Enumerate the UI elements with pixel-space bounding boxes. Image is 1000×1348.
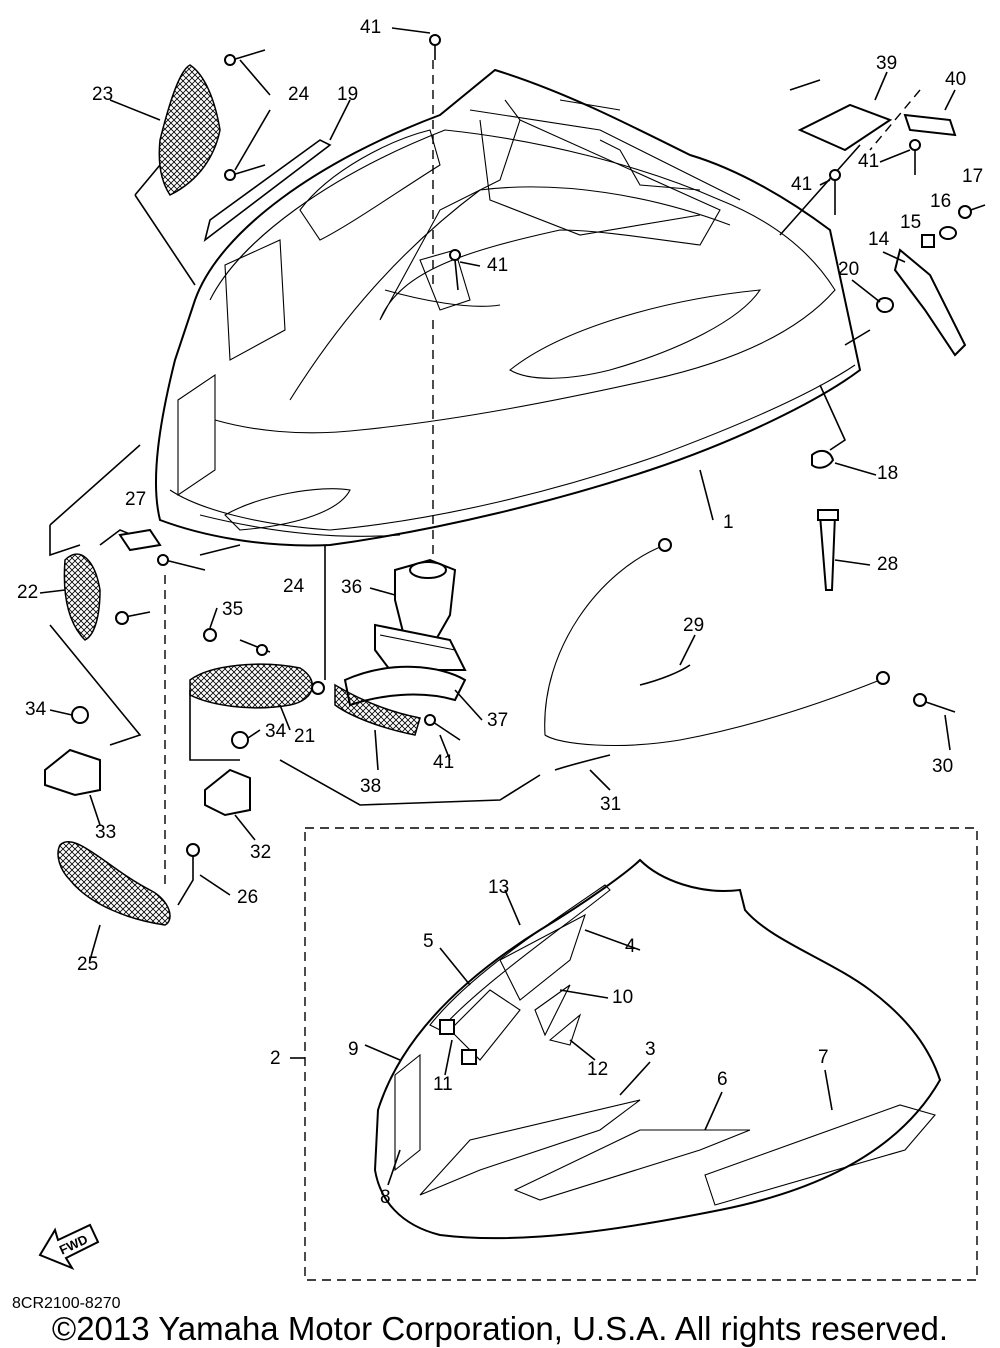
callout-25: 25 <box>77 954 98 975</box>
callout-21: 21 <box>294 726 315 747</box>
callout-13: 13 <box>488 877 509 898</box>
callout-5: 5 <box>423 931 434 952</box>
callout-1: 1 <box>723 512 734 533</box>
callout-leaders <box>39 27 956 1186</box>
callout-32: 32 <box>250 842 271 863</box>
callout-28: 28 <box>877 554 898 575</box>
callout-7: 7 <box>818 1047 829 1068</box>
copyright-notice: ©2013 Yamaha Motor Corporation, U.S.A. A… <box>51 1310 949 1347</box>
main-leaders <box>49 60 921 890</box>
callout-41d: 41 <box>487 255 508 276</box>
callout-36: 36 <box>341 577 362 598</box>
callout-39: 39 <box>876 53 897 74</box>
callout-24a: 24 <box>288 84 310 105</box>
callout-24b: 24 <box>283 576 305 597</box>
callout-labels: 1 2 3 4 5 6 7 8 9 10 11 12 13 14 15 16 1… <box>17 17 983 1208</box>
brackets <box>44 611 251 817</box>
callout-6: 6 <box>717 1069 728 1090</box>
callout-37: 37 <box>487 710 508 731</box>
duct-36-37-38 <box>334 558 467 741</box>
callout-14: 14 <box>868 229 890 250</box>
callout-2: 2 <box>270 1048 281 1069</box>
callout-20: 20 <box>838 259 859 280</box>
callout-33: 33 <box>95 822 116 843</box>
callout-38: 38 <box>360 776 381 797</box>
callout-34a: 34 <box>25 699 47 720</box>
duct-cover-23 <box>158 49 271 196</box>
callout-41a: 41 <box>360 17 381 38</box>
callout-31: 31 <box>600 794 621 815</box>
callout-27: 27 <box>125 489 146 510</box>
callout-41b: 41 <box>858 151 879 172</box>
callout-3: 3 <box>645 1039 656 1060</box>
callout-8: 8 <box>380 1187 391 1208</box>
callout-12: 12 <box>587 1059 608 1080</box>
callout-26: 26 <box>237 887 258 908</box>
callout-34b: 34 <box>265 721 287 742</box>
engine-hood <box>155 68 862 547</box>
decal-inset <box>290 827 978 1281</box>
callout-35: 35 <box>222 599 243 620</box>
callout-41c: 41 <box>791 174 812 195</box>
callout-9: 9 <box>348 1039 359 1060</box>
callout-29: 29 <box>683 615 704 636</box>
clip-27 <box>118 528 206 571</box>
callout-23: 23 <box>92 84 113 105</box>
callout-30: 30 <box>932 756 953 777</box>
callout-40: 40 <box>945 69 966 90</box>
callout-22: 22 <box>17 582 38 603</box>
duct-cover-21 <box>189 639 325 709</box>
callout-19: 19 <box>337 84 358 105</box>
callout-16: 16 <box>930 191 951 212</box>
callout-41e: 41 <box>433 752 454 773</box>
callout-15: 15 <box>900 212 921 233</box>
callout-10: 10 <box>612 987 633 1008</box>
forward-direction-arrow: FWD <box>38 1223 100 1271</box>
right-parts <box>797 103 986 591</box>
callout-18: 18 <box>877 463 898 484</box>
wires <box>544 538 956 771</box>
lower-panel-25 <box>57 841 200 926</box>
duct-cover-22 <box>63 553 101 641</box>
callout-11: 11 <box>433 1074 453 1095</box>
drawing-code: 8CR2100-8270 <box>12 1295 121 1312</box>
callout-17: 17 <box>962 166 983 187</box>
